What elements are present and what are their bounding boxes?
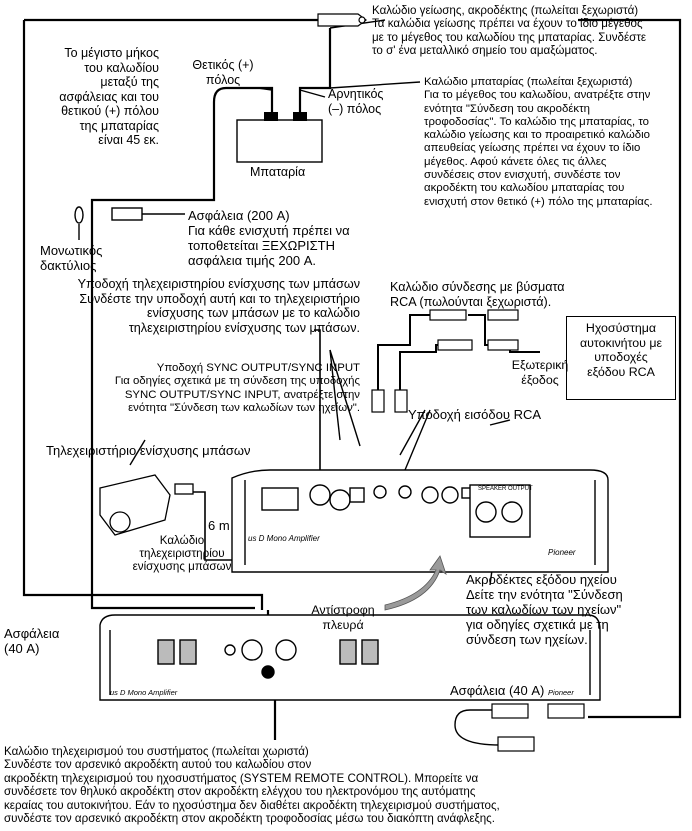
system-remote-connectors (491, 703, 585, 752)
fuse-40-right-label: Ασφάλεια (40 A) (450, 683, 545, 698)
reverse-arrow-icon (384, 555, 447, 611)
reverse-side-label: Αντίστροφη πλευρά (311, 603, 375, 632)
sync-jack-label: Υποδοχή SYNC OUTPUT/SYNC INPUT Για οδηγί… (114, 362, 360, 414)
brand-rear-label: Pioneer (548, 688, 574, 697)
battery (236, 112, 323, 163)
amp-model-label: us D Mono Amplifier (248, 534, 320, 543)
bass-remote-cable-label: Καλώδιο τηλεχειριστηρίου ενίσχυσης μπάσω… (132, 534, 232, 573)
amp-model-rear-label: us D Mono Amplifier (110, 688, 178, 697)
head-unit-box: Ηχοσύστημα αυτοκινήτου με υποδοχές εξόδο… (566, 316, 676, 400)
amplifier-bottom-panel (99, 614, 601, 701)
cable-length-label: 6 m (208, 518, 230, 533)
system-remote-label: Καλώδιο τηλεχειρισμού του συστήματος (πω… (4, 745, 500, 826)
bass-remote-jack-label: Υποδοχή τηλεχειριστηρίου ενίσχυσης των μ… (77, 277, 360, 335)
speaker-terminals-label: Ακροδέκτες εξόδου ηχείου Δείτε την ενότη… (466, 572, 623, 647)
bass-remote-icon (99, 474, 194, 536)
rca-cable-label: Καλώδιο σύνδεσης με βύσματα RCA (πωλούντ… (390, 280, 565, 309)
ground-wire-label: Καλώδιο γείωσης, ακροδέκτης (πωλείται ξε… (372, 4, 647, 58)
bass-remote-label: Τηλεχειριστήριο ενίσχυσης μπάσων (46, 443, 251, 458)
speaker-output-label: SPEAKER OUTPUT (478, 486, 533, 492)
fuse-200-label: Ασφάλεια (200 A) Για κάθε ενισχυτή πρέπε… (188, 208, 350, 268)
fuse-40-left-label: Ασφάλεια (40 A) (4, 626, 60, 656)
fuse-200-holder (111, 207, 143, 221)
negative-terminal-label: Αρνητικός (–) πόλος (328, 87, 384, 116)
brand-label: Pioneer (548, 548, 576, 557)
battery-label: Μπαταρία (250, 165, 306, 179)
battery-wire-label: Καλώδιο μπαταρίας (πωλείται ξεχωριστά) Γ… (424, 76, 653, 208)
rca-plugs (371, 309, 519, 413)
grommet-label: Μονωτικός δακτύλιος (40, 243, 103, 273)
max-length-label: Το μέγιστο μήκος του καλωδίου μεταξύ της… (59, 46, 159, 147)
ground-wire (22, 18, 320, 610)
battery-wire (90, 86, 274, 215)
ground-terminal-icon (317, 13, 367, 27)
amplifier-top-panel (231, 469, 609, 573)
rca-input-label: Υποδοχή εισόδου RCA (408, 407, 542, 422)
positive-terminal-label: Θετικός (+) πόλος (192, 58, 254, 87)
grommet-icon (74, 206, 84, 224)
external-output-label: Εξωτερική έξοδος (511, 358, 569, 387)
